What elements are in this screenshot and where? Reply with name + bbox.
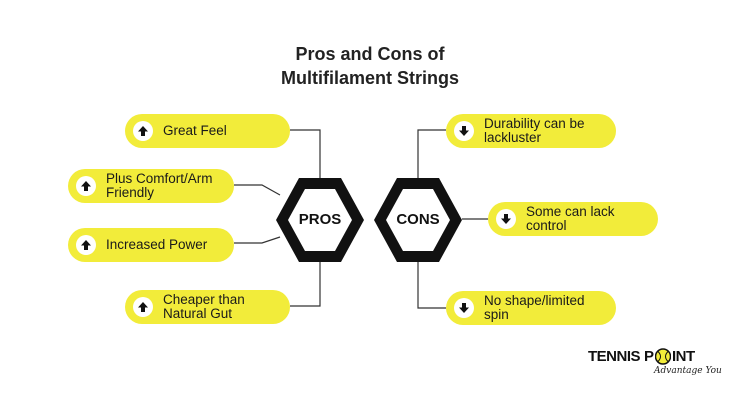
connector-pros-2 <box>234 184 281 196</box>
arrow-up-icon <box>76 176 96 196</box>
title-line-2: Multifilament Strings <box>280 68 459 88</box>
tennis-point-logo: TENNIS P INT Advantage You <box>588 348 722 388</box>
pros-hexagon <box>276 178 364 262</box>
tennis-ball-icon <box>655 348 671 365</box>
pro-item-text: Great Feel <box>163 123 227 138</box>
logo-word-tennis: TENNIS <box>588 348 641 365</box>
pro-item-great-feel: Great Feel <box>125 114 290 148</box>
pros-label: PROS <box>298 211 342 228</box>
connector-cons-3 <box>417 262 446 309</box>
arrow-up-icon <box>76 235 96 255</box>
connector-pros-1 <box>290 129 321 180</box>
logo-tagline: Advantage You <box>654 366 722 376</box>
connector-pros-4 <box>290 262 321 307</box>
pro-item-text: Increased Power <box>106 237 208 252</box>
arrow-down-icon <box>454 121 474 141</box>
title-line-1: Pros and Cons of <box>295 44 445 64</box>
arrow-up-icon <box>133 121 153 141</box>
connector-cons-1 <box>417 129 446 180</box>
pro-item-power: Increased Power <box>68 228 234 262</box>
cons-label: CONS <box>396 211 440 228</box>
cons-hexagon <box>374 178 462 262</box>
logo-word-p: P <box>644 348 654 365</box>
arrow-up-icon <box>133 297 153 317</box>
logo-word-int: INT <box>672 348 695 365</box>
arrow-down-icon <box>454 298 474 318</box>
arrow-down-icon <box>496 209 516 229</box>
connector-pros-3 <box>234 236 281 244</box>
